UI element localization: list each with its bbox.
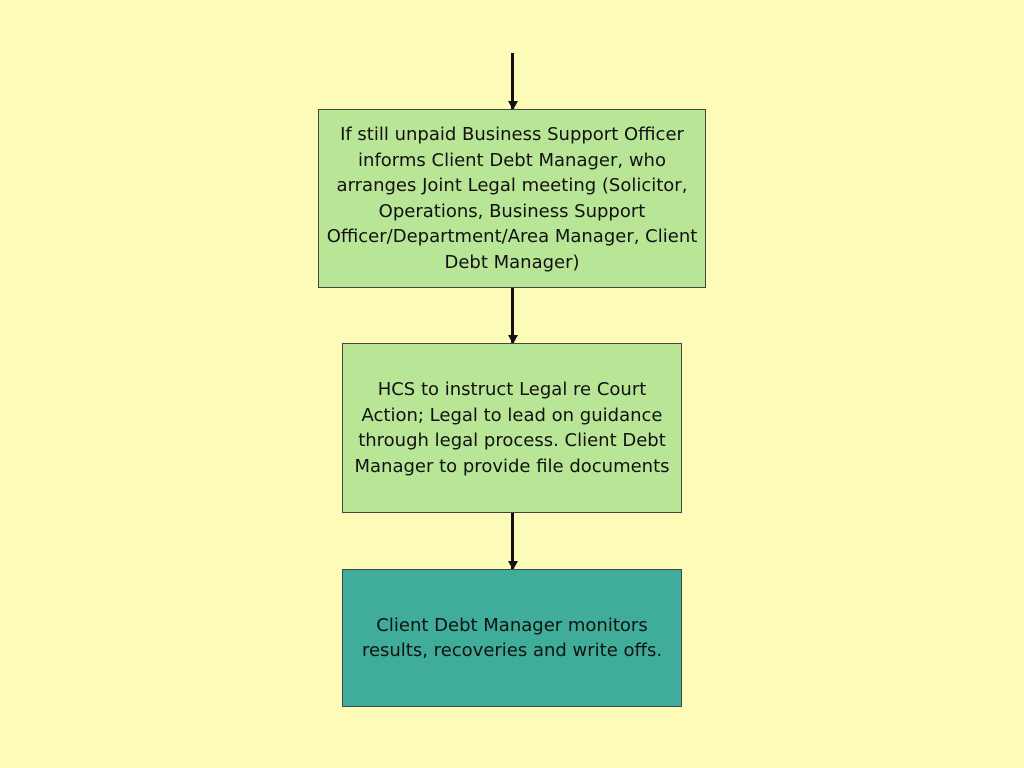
flow-node-text: HCS to instruct Legal re Court Action; L… [354,379,670,477]
incoming-arrow [511,53,514,109]
flow-node-legal-meeting: If still unpaid Business Support Officer… [318,109,706,288]
flow-node-text: If still unpaid Business Support Officer… [326,124,698,273]
flow-arrow-legal-to-court [511,288,514,343]
flow-node-text: Client Debt Manager monitors results, re… [361,614,663,662]
flow-node-monitor-results: Client Debt Manager monitors results, re… [342,569,682,707]
flow-node-court-action: HCS to instruct Legal re Court Action; L… [342,343,682,513]
flow-arrow-court-to-monitor [511,513,514,569]
